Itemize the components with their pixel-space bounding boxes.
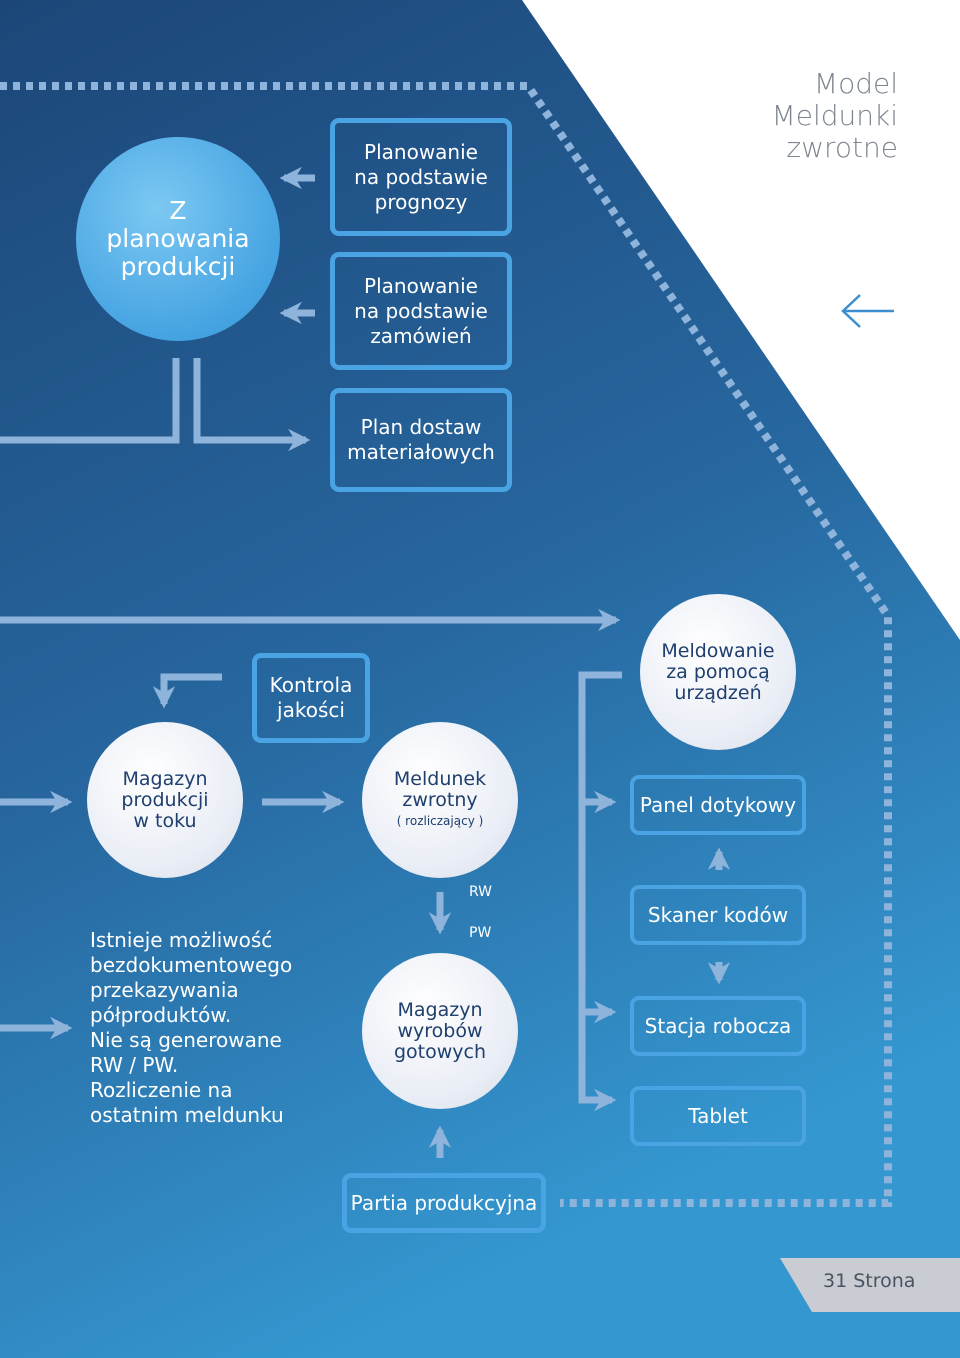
tablet-box: Tablet <box>630 1086 806 1146</box>
bracket-devices <box>578 671 622 1112</box>
box-label: Partia produkcyjna <box>350 1190 538 1215</box>
page-title: Model Meldunki zwrotne <box>772 68 898 164</box>
forecast-planning-box: Planowanie na podstawie prognozy <box>330 118 512 236</box>
box-label: Kontrola <box>269 673 353 697</box>
rw-label: RW <box>469 884 493 900</box>
planning-source-label: Z planowania produkcji <box>106 196 250 281</box>
note-line: Rozliczenie na <box>90 1078 233 1102</box>
title-line: zwrotne <box>786 131 898 164</box>
node-label: Magazyn <box>397 998 483 1021</box>
back-arrow-icon[interactable] <box>840 292 896 330</box>
box-label: prognozy <box>374 189 468 214</box>
title-line: Model <box>813 67 898 100</box>
node-label: gotowych <box>393 1040 487 1063</box>
node-label: Meldunek <box>393 768 487 790</box>
box-label: Skaner kodów <box>647 902 789 927</box>
note-line: RW / PW. <box>90 1053 179 1077</box>
note-text: Istnieje możliwość bezdokumentowego prze… <box>90 928 320 1128</box>
arrow-quality-to-wip <box>152 673 222 709</box>
production-batch-box: Partia produkcyjna <box>342 1173 546 1233</box>
workstation-box: Stacja robocza <box>630 996 806 1056</box>
box-label: Planowanie <box>364 273 478 298</box>
planning-source-node: Z planowania produkcji <box>76 137 280 341</box>
note-line: Nie są generowane <box>90 1028 282 1052</box>
box-label: na podstawie <box>354 164 488 189</box>
box-label: Panel dotykowy <box>639 792 797 817</box>
box-label: Stacja robocza <box>644 1013 792 1038</box>
page-tab-shape <box>780 1258 960 1312</box>
node-sublabel: ( rozliczający ) <box>396 814 484 828</box>
node-label: Magazyn <box>122 767 208 790</box>
order-planning-box: Planowanie na podstawie zamówień <box>330 252 512 370</box>
box-label: na podstawie <box>354 298 488 323</box>
note-line: bezdokumentowego <box>90 953 293 977</box>
pw-label: PW <box>469 925 492 941</box>
box-label: zamówień <box>370 323 472 348</box>
box-label: materiałowych <box>347 440 495 464</box>
quality-control-box: Kontrola jakości <box>252 653 370 743</box>
device-reporting-node: Meldowanie za pomocą urządzeń <box>640 594 796 750</box>
page-number: 31 Strona <box>823 1270 916 1292</box>
return-report-node: Meldunek zwrotny ( rozliczający ) <box>362 722 518 878</box>
line-planning-out <box>0 358 180 444</box>
node-label: wyrobów <box>397 1019 483 1042</box>
note-line: półproduktów. <box>90 1003 232 1027</box>
title-line: Meldunki <box>771 99 898 132</box>
touch-panel-box: Panel dotykowy <box>630 775 806 835</box>
box-label: jakości <box>277 698 345 722</box>
page-number-tab: 31 Strona <box>780 1258 960 1312</box>
code-scanner-box: Skaner kodów <box>630 885 806 945</box>
finished-goods-node: Magazyn wyrobów gotowych <box>362 953 518 1109</box>
box-label: Tablet <box>688 1103 748 1128</box>
node-label: urządzeń <box>674 681 762 704</box>
node-label: za pomocą <box>666 660 770 683</box>
node-label: produkcji <box>121 788 209 811</box>
note-line: Istnieje możliwość <box>90 928 273 952</box>
note-line: przekazywania <box>90 978 239 1002</box>
wip-warehouse-node: Magazyn produkcji w toku <box>87 722 243 878</box>
box-label: Plan dostaw <box>360 415 482 439</box>
node-label: w toku <box>133 809 197 832</box>
note-line: ostatnim meldunku <box>90 1103 284 1127</box>
arrow-planning-to-material <box>193 358 311 452</box>
node-label: Meldowanie <box>661 639 775 662</box>
material-plan-box: Plan dostaw materiałowych <box>330 388 512 492</box>
dotted-frame <box>0 82 892 1207</box>
box-label: Planowanie <box>364 139 478 164</box>
node-label: zwrotny <box>402 789 478 811</box>
